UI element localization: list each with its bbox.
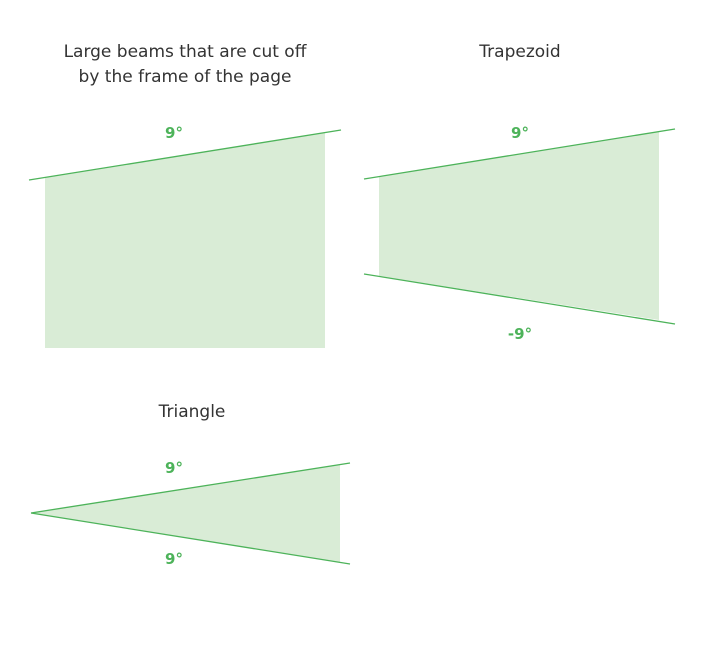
beam-top-edge-triangle xyxy=(30,462,351,514)
beam-bottom-edge-trapezoid xyxy=(363,273,676,325)
beam-fill-triangle xyxy=(31,465,340,562)
beam-fill-cutoff xyxy=(45,133,325,348)
caption-trapezoid: Trapezoid xyxy=(479,42,561,62)
angle-label-triangle-top: 9° xyxy=(165,459,183,477)
beam-bottom-edge-triangle xyxy=(30,512,351,565)
beam-top-edge-cutoff xyxy=(28,129,342,181)
angle-label-triangle-bottom: 9° xyxy=(165,550,183,568)
beam-top-edge-trapezoid xyxy=(363,128,676,180)
angle-label-cutoff-top: 9° xyxy=(165,124,183,142)
caption-cutoff-beams: Large beams that are cut off by the fram… xyxy=(63,42,307,87)
caption-triangle: Triangle xyxy=(158,402,226,422)
beam-fill-trapezoid xyxy=(379,132,659,320)
angle-label-trapezoid-top: 9° xyxy=(511,124,529,142)
angle-label-trapezoid-bottom: -9° xyxy=(507,325,533,343)
